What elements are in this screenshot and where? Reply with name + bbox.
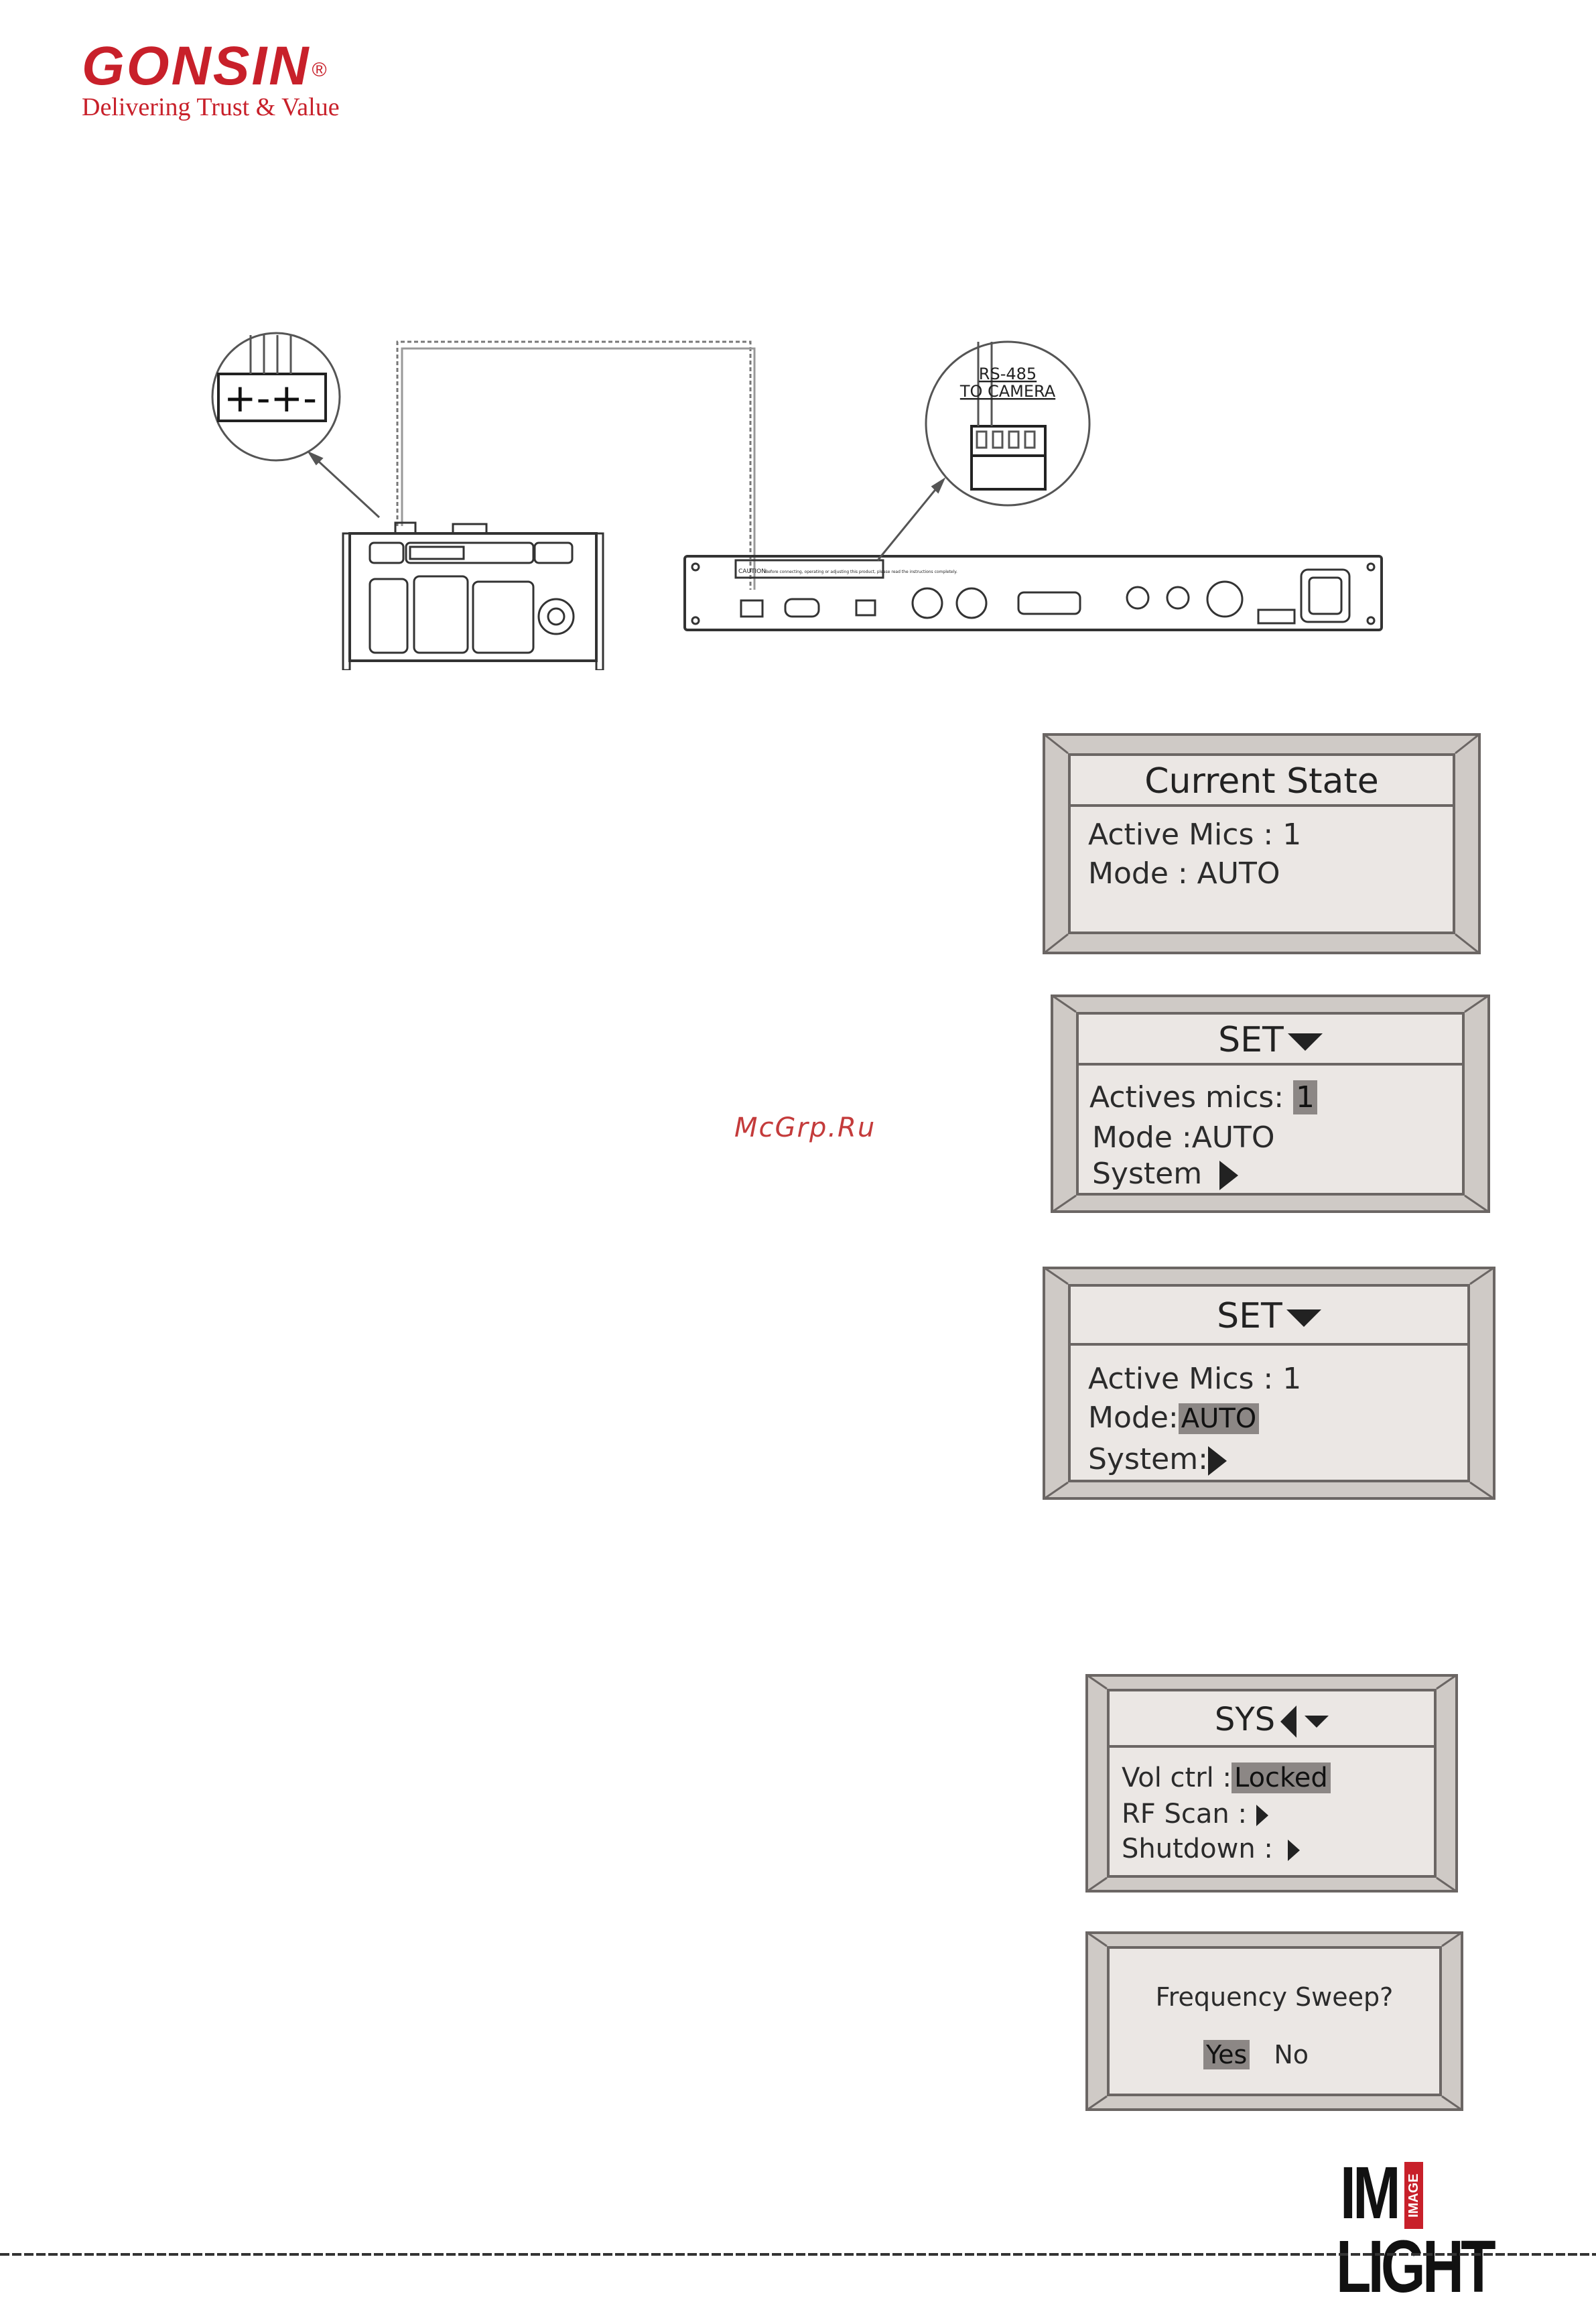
lcd-bevel xyxy=(1043,1267,1495,1500)
brand-tagline: Delivering Trust & Value xyxy=(82,93,340,121)
lcd-sys: SYS Vol ctrl :Locked RF Scan : Shutdown … xyxy=(1085,1674,1458,1893)
lcd-current-state: Current State Active Mics : 1 Mode : AUT… xyxy=(1043,733,1481,954)
mode-row: Mode:AUTO xyxy=(1088,1401,1260,1435)
sweep-no-option: No xyxy=(1274,2040,1309,2069)
vol-ctrl-label: Vol ctrl : xyxy=(1122,1762,1232,1793)
lcd-screen: Current State Active Mics : 1 Mode : AUT… xyxy=(1068,753,1455,934)
logo-text-left: IM xyxy=(1340,2152,1401,2234)
terminal-block-zoom xyxy=(217,373,327,422)
lcd-bevel xyxy=(1085,1674,1458,1893)
vol-ctrl-value: Locked xyxy=(1231,1762,1331,1793)
registered-mark: ® xyxy=(312,59,327,81)
rf-scan-row: RF Scan : xyxy=(1122,1799,1268,1830)
panel-title: SET xyxy=(1079,1015,1462,1066)
lcd-screen: SET Active Mics : 1 Mode:AUTO System: xyxy=(1068,1284,1470,1482)
rs485-label-line1: RS-485 xyxy=(979,365,1037,383)
lcd-frequency-sweep: Frequency Sweep? Yes No xyxy=(1085,1931,1463,2111)
terminal-zoom-circle xyxy=(211,332,341,462)
system-row: System xyxy=(1092,1157,1239,1191)
lcd-bevel xyxy=(1051,995,1490,1213)
imagelight-logo: IMLIGHT IMAGE xyxy=(1336,2152,1596,2304)
panel-title: SET xyxy=(1071,1287,1467,1346)
wiring-diagram: +-+- RS-485 TO CAMERA CAUTION Before con… xyxy=(211,332,1383,670)
triangle-right-icon xyxy=(1287,1840,1300,1861)
lcd-bevel xyxy=(1043,733,1481,954)
panel-title: Current State xyxy=(1071,756,1453,807)
mode-value: AUTO xyxy=(1178,1403,1260,1434)
system-label: System: xyxy=(1088,1442,1208,1476)
panel-title: SYS xyxy=(1110,1691,1434,1748)
brand-name: GONSIN xyxy=(82,36,311,97)
watermark: McGrp.Ru xyxy=(734,1112,876,1143)
triangle-down-icon xyxy=(1305,1716,1329,1728)
brand-logo: GONSIN® Delivering Trust & Value xyxy=(82,39,340,122)
mode-label: Mode: xyxy=(1088,1401,1179,1435)
lcd-screen: SET Actives mics: 1 Mode :AUTO System xyxy=(1076,1012,1465,1196)
triangle-down-icon xyxy=(1287,1033,1323,1051)
panel-title-text: SET xyxy=(1217,1296,1282,1336)
rs485-label-line2: TO CAMERA xyxy=(959,382,1056,401)
panel-title-text: SET xyxy=(1218,1020,1284,1060)
active-mics-row: Actives mics: 1 xyxy=(1089,1080,1318,1114)
sweep-options: Yes No xyxy=(1203,2040,1309,2069)
triangle-left-icon xyxy=(1280,1706,1297,1738)
sweep-yes-option: Yes xyxy=(1203,2040,1250,2069)
shutdown-row: Shutdown : xyxy=(1122,1834,1300,1864)
controller-rack-unit xyxy=(683,555,1383,631)
bottom-rule xyxy=(0,2253,1596,2256)
triangle-right-icon xyxy=(1256,1805,1268,1826)
active-mics-readout: Active Mics : 1 xyxy=(1088,818,1302,852)
terminal-zoom-label: +-+- xyxy=(224,375,317,421)
lcd-screen: Frequency Sweep? Yes No xyxy=(1107,1946,1442,2096)
triangle-right-icon xyxy=(1219,1161,1239,1190)
logo-text-right: LIGHT xyxy=(1336,2226,1496,2308)
rs485-zoom-circle xyxy=(925,340,1091,507)
active-mics-label: Actives mics: xyxy=(1089,1080,1294,1114)
active-mics-value: 1 xyxy=(1293,1080,1318,1114)
triangle-right-icon xyxy=(1207,1446,1227,1476)
triangle-down-icon xyxy=(1286,1309,1321,1327)
vol-ctrl-row: Vol ctrl :Locked xyxy=(1122,1762,1331,1793)
caution-text: Before connecting, operating or adjustin… xyxy=(765,570,957,574)
system-label: System xyxy=(1092,1157,1203,1191)
panel-title-text: SYS xyxy=(1214,1701,1276,1738)
lcd-set-mics: SET Actives mics: 1 Mode :AUTO System xyxy=(1051,995,1490,1213)
caution-label: CAUTION xyxy=(738,568,766,575)
logo-text-middle: IMAGE xyxy=(1404,2162,1423,2229)
sweep-question: Frequency Sweep? xyxy=(1155,1982,1394,2012)
system-row: System: xyxy=(1088,1442,1227,1476)
mode-row: Mode :AUTO xyxy=(1092,1120,1275,1155)
keyboard-controller xyxy=(342,521,604,670)
lcd-bevel xyxy=(1085,1931,1463,2111)
shutdown-label: Shutdown : xyxy=(1122,1834,1273,1864)
rf-scan-label: RF Scan : xyxy=(1122,1799,1247,1830)
active-mics-row: Active Mics : 1 xyxy=(1088,1362,1302,1396)
lcd-screen: SYS Vol ctrl :Locked RF Scan : Shutdown … xyxy=(1107,1689,1437,1878)
lcd-set-mode: SET Active Mics : 1 Mode:AUTO System: xyxy=(1043,1267,1495,1500)
mode-readout: Mode : AUTO xyxy=(1088,856,1280,891)
